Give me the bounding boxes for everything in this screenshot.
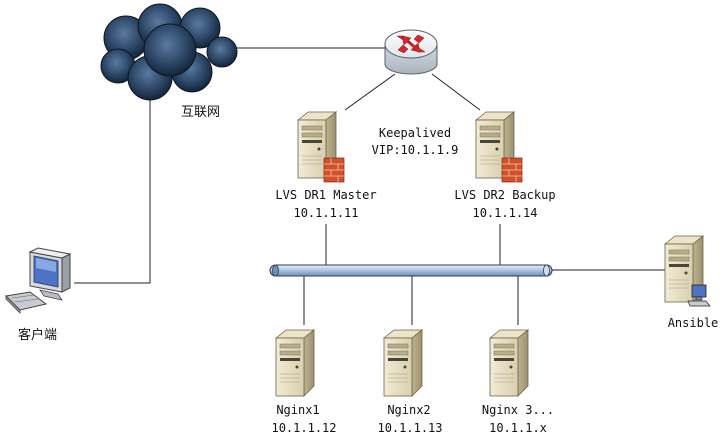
link-router-master [344,73,396,111]
nginx-ip: 10.1.1.12 [271,421,336,435]
keepalived-name: Keepalived [379,126,451,140]
nginx-name: Nginx2 [387,403,430,417]
server-icon [383,329,423,397]
client-label: 客户端 [18,327,57,343]
nginx-node-3: Nginx 3... 10.1.1.x [482,329,554,435]
router-icon [384,29,438,75]
server-icon [275,329,315,397]
internet-cloud: 互联网 [100,3,238,120]
firewall-icon [501,157,523,183]
nginx-node-2: Nginx2 10.1.1.13 [377,329,443,435]
ansible-label: Ansible [668,316,719,330]
network-bus [269,264,553,277]
server-icon [489,329,529,397]
computer-icon [687,284,711,307]
nginx-ip: 10.1.1.x [489,421,547,435]
lvs-master-name: LVS DR1 Master [275,188,376,202]
nginx-name: Nginx 3... [482,403,554,417]
router [384,29,438,75]
client-node: 客户端 [4,247,72,343]
firewall-icon [323,157,345,183]
internet-label: 互联网 [181,105,220,120]
nginx-name: Nginx1 [276,403,319,417]
lvs-backup-ip: 10.1.1.14 [472,206,537,220]
link-router-backup [431,73,481,111]
lvs-master-ip: 10.1.1.11 [293,206,358,220]
links [74,47,668,325]
ansible-node: Ansible [664,235,719,330]
nginx-ip: 10.1.1.13 [377,421,442,435]
lvs-backup-node: LVS DR2 Backup 10.1.1.14 [454,111,556,220]
nginx-node-1: Nginx1 10.1.1.12 [271,329,337,435]
lvs-backup-name: LVS DR2 Backup [454,188,555,202]
cloud-icon [100,3,238,101]
link-cloud-client [74,98,151,284]
keepalived-label: Keepalived VIP:10.1.1.9 [372,126,459,157]
lvs-master-node: LVS DR1 Master 10.1.1.11 [275,111,377,220]
keepalived-vip: VIP:10.1.1.9 [372,143,459,157]
computer-icon [4,247,72,314]
